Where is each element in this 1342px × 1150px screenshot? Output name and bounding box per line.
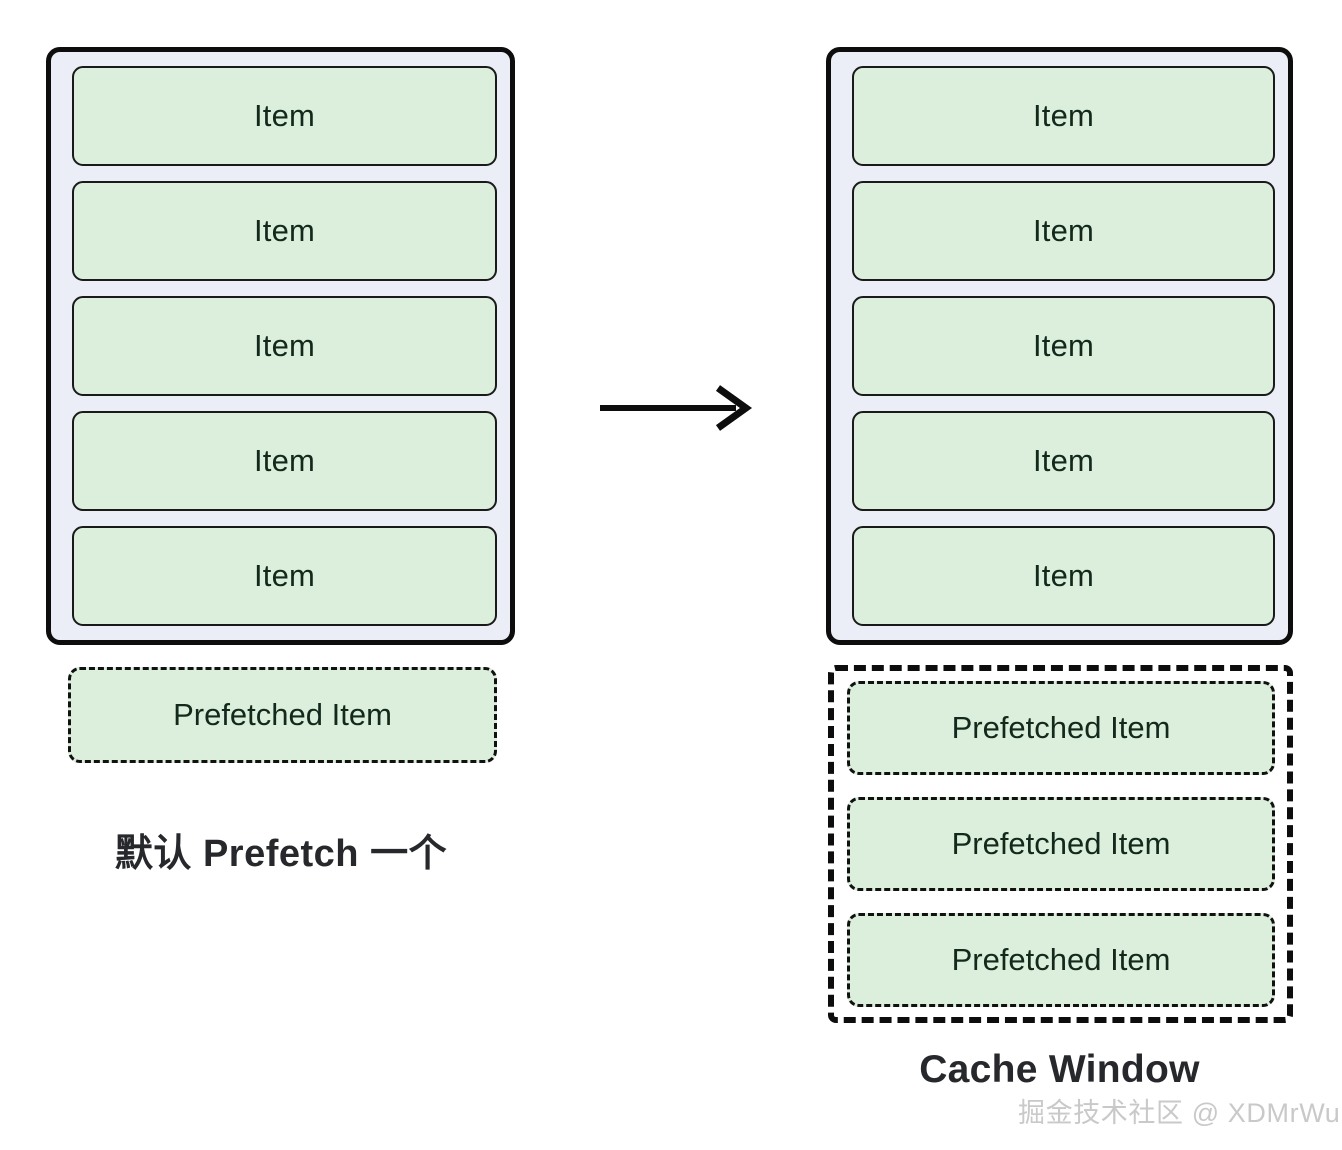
list-item: Item bbox=[72, 411, 497, 511]
list-item: Item bbox=[852, 296, 1275, 396]
list-item: Item bbox=[852, 181, 1275, 281]
list-item: Item bbox=[72, 526, 497, 626]
cache-window-container: Prefetched Item Prefetched Item Prefetch… bbox=[828, 665, 1293, 1023]
left-list-container: Item Item Item Item Item bbox=[46, 47, 515, 645]
list-item: Item bbox=[852, 66, 1275, 166]
list-item: Item bbox=[72, 66, 497, 166]
list-item: Item bbox=[852, 411, 1275, 511]
right-list-container: Item Item Item Item Item bbox=[826, 47, 1293, 645]
left-panel-caption: 默认 Prefetch 一个 bbox=[114, 833, 448, 875]
prefetched-item-box: Prefetched Item bbox=[847, 681, 1275, 775]
prefetched-item-box: Prefetched Item bbox=[68, 667, 497, 763]
list-item: Item bbox=[72, 296, 497, 396]
cache-window-caption: Cache Window bbox=[919, 1048, 1200, 1091]
list-item: Item bbox=[852, 526, 1275, 626]
right-arrow-icon bbox=[600, 385, 753, 431]
list-item: Item bbox=[72, 181, 497, 281]
prefetched-item-box: Prefetched Item bbox=[847, 797, 1275, 891]
watermark: 掘金技术社区 @ XDMrWu bbox=[1018, 1098, 1341, 1128]
prefetched-item-box: Prefetched Item bbox=[847, 913, 1275, 1007]
